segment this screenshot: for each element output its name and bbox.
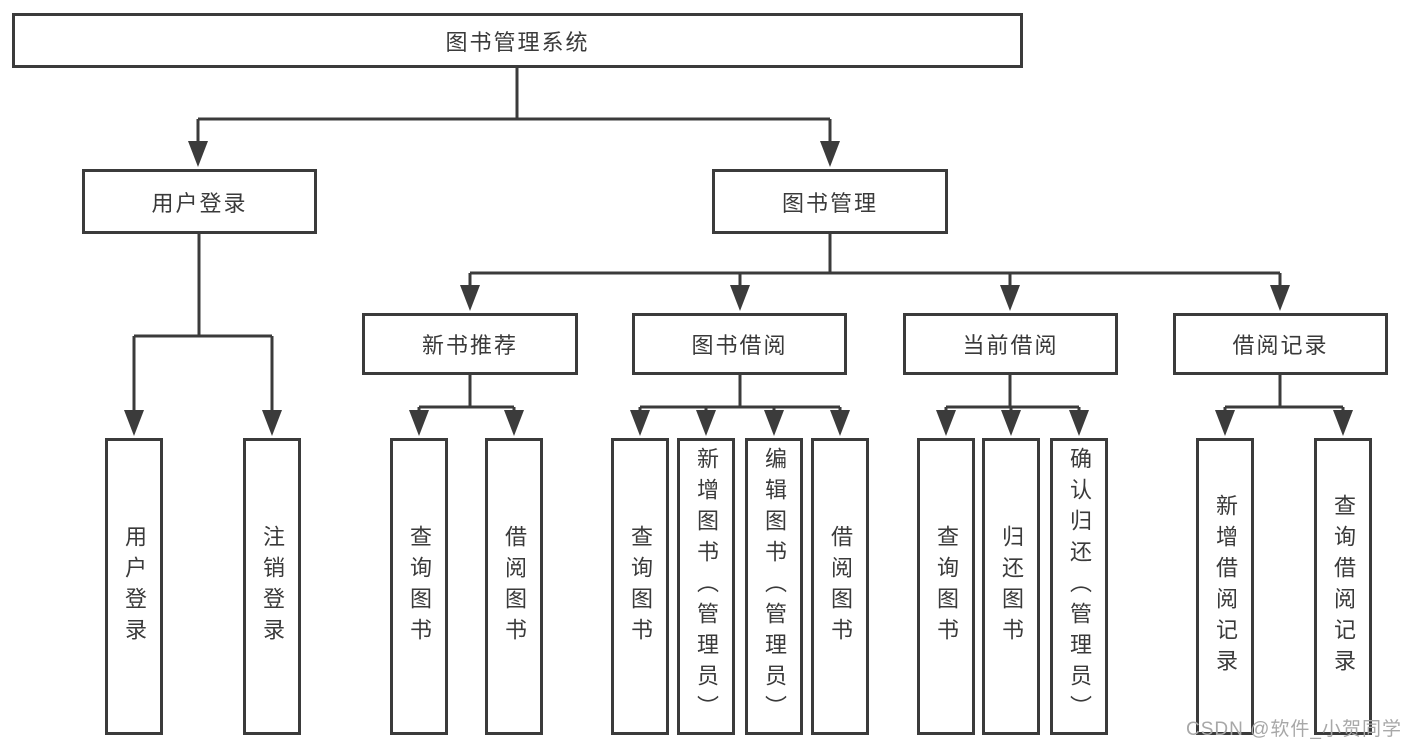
node-current-borrow: 当前借阅 <box>903 313 1118 375</box>
leaf-bb-borrow-books: 借阅图书 <box>811 438 869 735</box>
connector-user-login-branch <box>132 234 274 414</box>
leaf-logout: 注销登录 <box>243 438 301 735</box>
node-root: 图书管理系统 <box>12 13 1023 68</box>
leaf-br-query-record: 查询借阅记录 <box>1314 438 1372 735</box>
leaf-cb-query-books-label: 查询图书 <box>934 524 959 649</box>
leaf-cb-return-books-label: 归还图书 <box>999 524 1024 649</box>
leaf-bb-add-books-admin-label: 新增图书（管理员） <box>694 447 719 726</box>
connector-current-borrow-branch <box>944 375 1081 416</box>
leaf-nb-borrow-books-label: 借阅图书 <box>502 524 527 649</box>
node-borrow-records: 借阅记录 <box>1173 313 1388 375</box>
node-book-management: 图书管理 <box>712 169 948 234</box>
leaf-cb-return-books: 归还图书 <box>982 438 1040 735</box>
arrow-down-icon <box>460 285 480 311</box>
leaf-logout-label: 注销登录 <box>260 524 285 649</box>
leaf-bb-edit-books-admin-label: 编辑图书（管理员） <box>762 447 787 726</box>
node-new-book-recommend-label: 新书推荐 <box>421 333 518 358</box>
arrow-down-icon <box>1001 410 1021 436</box>
leaf-user-login-label: 用户登录 <box>122 524 147 649</box>
node-new-book-recommend: 新书推荐 <box>362 313 578 375</box>
arrow-down-icon <box>936 410 956 436</box>
node-book-borrow: 图书借阅 <box>632 313 847 375</box>
arrow-down-icon <box>696 410 716 436</box>
node-current-borrow-label: 当前借阅 <box>962 333 1059 358</box>
leaf-bb-borrow-books-label: 借阅图书 <box>828 524 853 649</box>
arrow-down-icon <box>124 410 144 436</box>
arrow-down-icon <box>730 285 750 311</box>
arrow-down-icon <box>1069 410 1089 436</box>
leaf-cb-query-books: 查询图书 <box>917 438 975 735</box>
node-user-login: 用户登录 <box>82 169 317 234</box>
leaf-nb-borrow-books: 借阅图书 <box>485 438 543 735</box>
connector-borrow-records-branch <box>1223 375 1345 416</box>
arrow-down-icon <box>830 410 850 436</box>
arrow-down-icon <box>1333 410 1353 436</box>
leaf-user-login: 用户登录 <box>105 438 163 735</box>
connector-book-borrow-branch <box>638 375 842 416</box>
leaf-nb-query-books-label: 查询图书 <box>407 524 432 649</box>
leaf-bb-query-books-label: 查询图书 <box>628 524 653 649</box>
csdn-watermark: CSDN @软件_小贺同学 <box>1186 719 1402 740</box>
connector-book-management-branch <box>468 234 1282 290</box>
leaf-bb-query-books: 查询图书 <box>611 438 669 735</box>
leaf-bb-add-books-admin: 新增图书（管理员） <box>677 438 735 735</box>
leaf-nb-query-books: 查询图书 <box>390 438 448 735</box>
leaf-cb-confirm-return-admin: 确认归还（管理员） <box>1050 438 1108 735</box>
leaf-br-add-record-label: 新增借阅记录 <box>1213 493 1238 680</box>
arrowheads <box>124 141 1353 436</box>
arrow-down-icon <box>1270 285 1290 311</box>
arrow-down-icon <box>188 141 208 167</box>
arrow-down-icon <box>1215 410 1235 436</box>
connector-new-books-branch <box>417 375 516 416</box>
arrow-down-icon <box>262 410 282 436</box>
node-book-management-label: 图书管理 <box>781 190 878 216</box>
node-borrow-records-label: 借阅记录 <box>1232 333 1329 358</box>
arrow-down-icon <box>820 141 840 167</box>
leaf-cb-confirm-return-admin-label: 确认归还（管理员） <box>1067 447 1092 726</box>
node-book-borrow-label: 图书借阅 <box>691 333 788 358</box>
arrow-down-icon <box>504 410 524 436</box>
leaf-br-query-record-label: 查询借阅记录 <box>1331 493 1356 680</box>
arrow-down-icon <box>409 410 429 436</box>
node-user-login-label: 用户登录 <box>151 190 248 216</box>
node-root-label: 图书管理系统 <box>445 29 590 55</box>
leaf-bb-edit-books-admin: 编辑图书（管理员） <box>745 438 803 735</box>
arrow-down-icon <box>630 410 650 436</box>
connector-root-to-level2 <box>196 68 832 146</box>
arrow-down-icon <box>1000 285 1020 311</box>
leaf-br-add-record: 新增借阅记录 <box>1196 438 1254 735</box>
arrow-down-icon <box>764 410 784 436</box>
